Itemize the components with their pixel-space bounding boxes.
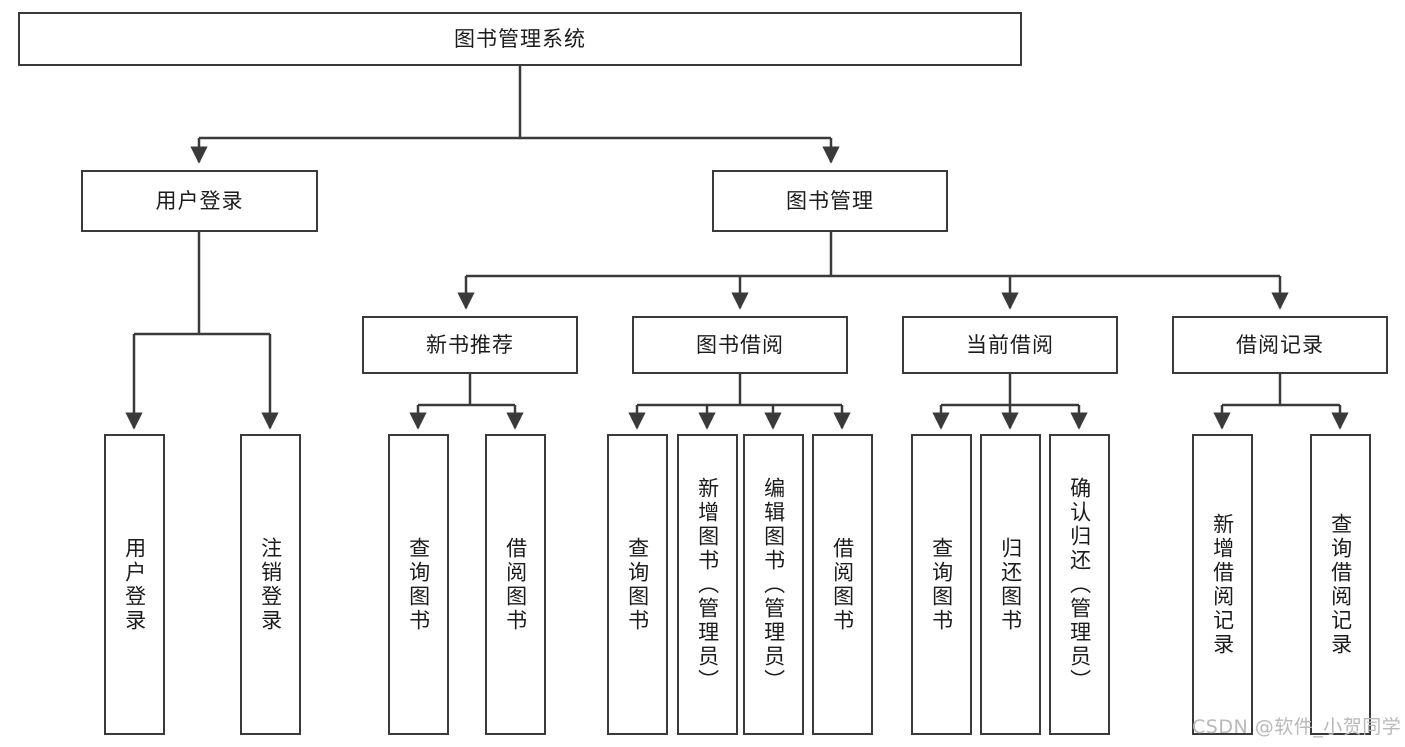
node-label: 注销登录 [258, 536, 283, 633]
node-label: 借阅图书 [830, 536, 855, 633]
node-book-management[interactable]: 图书管理 [712, 170, 948, 232]
node-label: 查询图书 [929, 536, 954, 633]
node-root-book-management-system[interactable]: 图书管理系统 [18, 12, 1022, 66]
node-label: 查询图书 [406, 536, 431, 633]
node-borrow-record[interactable]: 借阅记录 [1172, 316, 1388, 374]
leaf-new-book-borrow-book[interactable]: 借阅图书 [485, 434, 546, 735]
leaf-current-borrow-return-book[interactable]: 归还图书 [980, 434, 1041, 735]
node-label: 图书借阅 [696, 332, 784, 357]
node-label: 新增图书（管理员） [695, 476, 720, 693]
csdn-watermark: CSDN @软件_小贺同学 [1192, 716, 1402, 738]
node-label: 新增借阅记录 [1210, 512, 1235, 657]
node-label: 确认归还（管理员） [1067, 476, 1092, 693]
node-label: 新书推荐 [426, 332, 514, 357]
node-label: 图书管理 [786, 188, 874, 213]
node-label: 借阅图书 [503, 536, 528, 633]
node-label: 当前借阅 [966, 332, 1054, 357]
leaf-user-login-login[interactable]: 用户登录 [104, 434, 165, 735]
node-label: 归还图书 [998, 536, 1023, 633]
node-book-borrow[interactable]: 图书借阅 [632, 316, 848, 374]
node-label: 借阅记录 [1236, 332, 1324, 357]
leaf-current-borrow-confirm-return-admin[interactable]: 确认归还（管理员） [1049, 434, 1110, 735]
node-label: 用户登录 [122, 536, 147, 633]
leaf-user-login-logout[interactable]: 注销登录 [240, 434, 301, 735]
leaf-current-borrow-query-book[interactable]: 查询图书 [911, 434, 972, 735]
node-label: 查询借阅记录 [1328, 512, 1353, 657]
node-current-borrow[interactable]: 当前借阅 [902, 316, 1118, 374]
node-label: 用户登录 [155, 188, 244, 213]
node-new-book-recommend[interactable]: 新书推荐 [362, 316, 578, 374]
node-label: 编辑图书（管理员） [761, 476, 786, 693]
leaf-book-borrow-borrow-book[interactable]: 借阅图书 [812, 434, 873, 735]
node-label: 图书管理系统 [454, 26, 586, 51]
leaf-book-borrow-add-book-admin[interactable]: 新增图书（管理员） [677, 434, 738, 735]
leaf-borrow-record-add-record[interactable]: 新增借阅记录 [1192, 434, 1253, 735]
leaf-book-borrow-edit-book-admin[interactable]: 编辑图书（管理员） [743, 434, 804, 735]
node-user-login[interactable]: 用户登录 [81, 170, 318, 232]
node-label: 查询图书 [625, 536, 650, 633]
leaf-book-borrow-query-book[interactable]: 查询图书 [607, 434, 668, 735]
leaf-borrow-record-query-record[interactable]: 查询借阅记录 [1310, 434, 1371, 735]
leaf-new-book-query-book[interactable]: 查询图书 [388, 434, 449, 735]
